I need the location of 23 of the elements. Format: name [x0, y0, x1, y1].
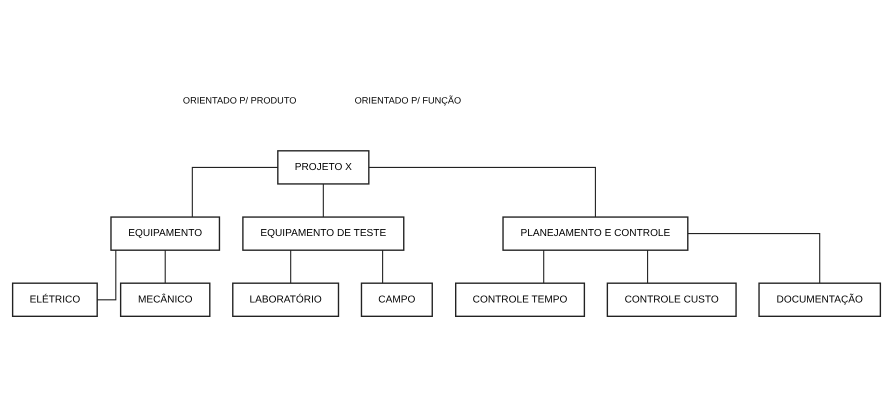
node-box: EQUIPAMENTO DE TESTE — [242, 216, 404, 250]
node-box: CAMPO — [360, 282, 433, 317]
connector — [688, 232, 820, 283]
node-box: MECÂNICO — [120, 282, 210, 317]
connector — [164, 250, 166, 282]
node-box: PROJETO X — [277, 150, 370, 184]
node-box: CONTROLE CUSTO — [606, 282, 737, 317]
connector — [382, 250, 384, 282]
node-box: DOCUMENTAÇÃO — [758, 282, 882, 317]
connector — [290, 250, 292, 282]
node-box: LABORATÓRIO — [232, 282, 340, 317]
label: ORIENTADO P/ FUNÇÃO — [354, 95, 462, 106]
node-box: CONTROLE TEMPO — [455, 282, 586, 317]
connector — [192, 166, 278, 216]
node-box: PLANEJAMENTO E CONTROLE — [502, 216, 688, 250]
connector — [543, 250, 544, 282]
label: ORIENTADO P/ PRODUTO — [182, 95, 296, 106]
connector — [368, 166, 596, 216]
connector — [647, 250, 648, 282]
node-box: ELÉTRICO — [12, 282, 98, 317]
node-box: EQUIPAMENTO — [110, 216, 220, 250]
connector — [97, 250, 116, 300]
connector — [322, 184, 324, 216]
